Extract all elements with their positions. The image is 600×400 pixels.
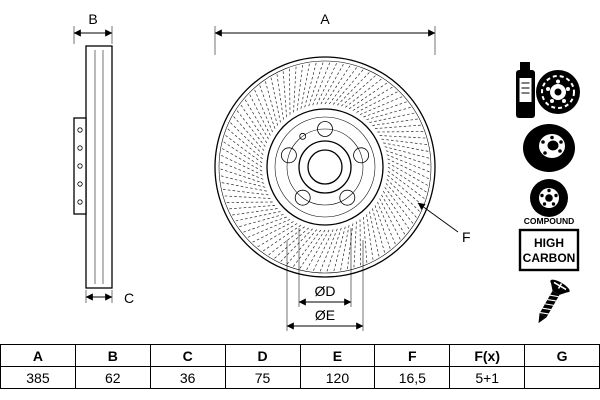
dimension-b: B xyxy=(73,11,113,44)
table-header-cell: F(x) xyxy=(449,344,526,367)
table-header-cell: E xyxy=(299,344,376,367)
compound-label: COMPOUND xyxy=(524,216,575,226)
flange-holes xyxy=(77,127,83,205)
table-value-cell: 75 xyxy=(224,366,301,389)
brake-disc-diagram: B C A xyxy=(73,11,580,331)
compound-disc-icon: COMPOUND xyxy=(524,179,575,226)
table-header-cell: F xyxy=(374,344,451,367)
table-value-cell: 62 xyxy=(74,366,151,389)
dimension-a: A xyxy=(214,11,436,55)
dimension-d: ØD xyxy=(298,228,352,307)
high-carbon-top-label: HIGH xyxy=(534,236,564,250)
friction-ring-section xyxy=(85,45,113,289)
front-view: A ØD ØE F xyxy=(214,11,471,331)
table-value-cell: 5+1 xyxy=(449,366,526,389)
dimension-f: F xyxy=(417,202,471,245)
table-header-cell: A xyxy=(0,344,76,367)
table-header-cell: G xyxy=(524,344,600,367)
dimension-table: A B C D E F F(x) G 385 62 36 75 120 16,5… xyxy=(0,344,600,389)
dim-c-label: C xyxy=(124,290,134,306)
hub-inner-line xyxy=(274,116,376,218)
icon-column: COMPOUND HIGH CARBON xyxy=(516,62,580,324)
table-value-cell: 36 xyxy=(149,366,226,389)
dim-a-label: A xyxy=(320,11,330,27)
dimension-c: C xyxy=(85,290,134,306)
dim-f-label: F xyxy=(462,229,471,245)
table-header-row: A B C D E F F(x) G xyxy=(0,344,600,367)
technical-drawing: B C A xyxy=(73,11,580,331)
screw-icon xyxy=(538,279,570,324)
hat-section xyxy=(73,117,87,215)
bolt-circle xyxy=(286,128,364,206)
dim-e-label: ØE xyxy=(315,307,335,323)
table-value-cell xyxy=(524,366,600,389)
locating-hole xyxy=(299,132,307,140)
table-value-cell: 120 xyxy=(299,366,376,389)
vent-hatching xyxy=(219,61,431,273)
table-header-cell: C xyxy=(149,344,226,367)
perspective-disc-icon xyxy=(520,124,575,172)
center-bore xyxy=(307,149,343,185)
side-view: B C xyxy=(73,11,134,306)
dim-d-label: ØD xyxy=(315,283,336,299)
table-value-row: 385 62 36 75 120 16,5 5+1 xyxy=(0,366,600,389)
high-carbon-bottom-label: CARBON xyxy=(523,251,576,265)
dim-b-label: B xyxy=(88,11,97,27)
table-value-cell: 385 xyxy=(0,366,76,389)
table-header-cell: B xyxy=(74,344,151,367)
dimension-e: ØE xyxy=(286,240,364,331)
coating-bottle-and-disc-icon xyxy=(516,62,580,118)
high-carbon-badge: HIGH CARBON xyxy=(518,228,580,272)
table-header-cell: D xyxy=(224,344,301,367)
table-value-cell: 16,5 xyxy=(374,366,451,389)
bolt-holes xyxy=(280,121,370,206)
outer-rim-line xyxy=(218,60,432,274)
